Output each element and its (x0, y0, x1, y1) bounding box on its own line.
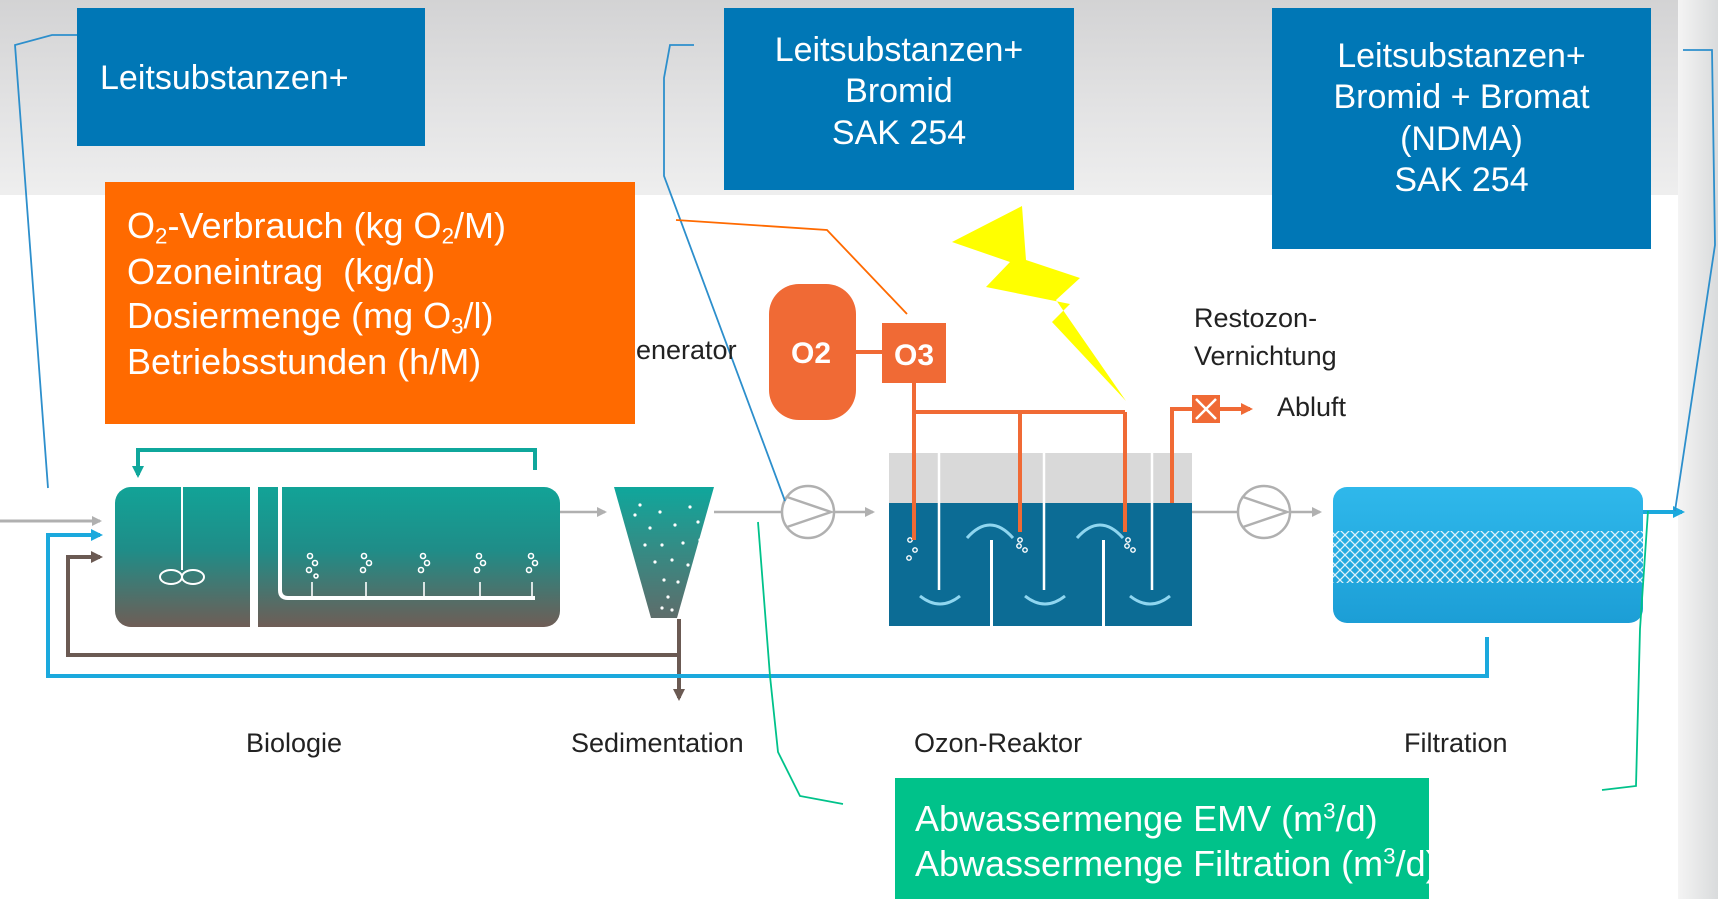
o2-consumption-unit: /M) (453, 205, 506, 246)
internal-recirculation (132, 448, 537, 478)
info-box-right: Leitsubstanzen+ Bromid + Bromat (NDMA) S… (1272, 8, 1651, 249)
flow-filtration: Abwassermenge Filtration (m3/d) (915, 841, 1438, 886)
info-box-middle: Leitsubstanzen+ Bromid SAK 254 (724, 8, 1074, 190)
sediment-particles (633, 503, 702, 612)
stirrer-blade-right (181, 569, 205, 585)
biology-divider (250, 487, 258, 627)
backwash-return-line (46, 529, 1489, 678)
operating-hours: Betriebsstunden (h/M) (127, 340, 482, 382)
o2-tank (769, 284, 856, 420)
pump-2-symbol (1242, 495, 1291, 529)
o2-subscript: 2 (155, 223, 168, 249)
restozon-label-1: Restozon- (1194, 303, 1318, 333)
middle-box-line2: Bromid (845, 72, 953, 111)
flow-emv-unit: /d) (1335, 798, 1378, 839)
o3-label: O3 (893, 339, 935, 372)
green-callout-lines (757, 510, 1649, 805)
sedimentation-funnel (614, 487, 714, 618)
m3-superscript-2: 3 (1383, 843, 1396, 869)
m3-superscript: 3 (1323, 798, 1336, 824)
middle-box-line1: Leitsubstanzen+ (774, 31, 1024, 69)
bracket-lines (14, 34, 1716, 512)
o2-consumption-part: O (127, 205, 156, 246)
lightning-icon (952, 206, 1126, 401)
restozon-label-2: Vernichtung (1194, 341, 1337, 371)
filtration-label: Filtration (1404, 728, 1508, 758)
reactor-wall-2 (1102, 540, 1105, 626)
reactor-wall-1 (990, 540, 993, 626)
info-box-left: Leitsubstanzen+ (77, 8, 425, 146)
reactor-flow-arrows (919, 523, 1171, 606)
dosing-amount-unit: /l) (463, 294, 494, 336)
generator-label: enerator (636, 335, 737, 365)
abluft-label: Abluft (1277, 392, 1347, 422)
aeration-pipe (278, 487, 535, 600)
ozone-bubbles (906, 537, 1136, 561)
flow-filtration-part: Abwassermenge Filtration (m (915, 843, 1384, 884)
biology-tank (115, 487, 560, 627)
flow-emv-part: Abwassermenge EMV (m (915, 798, 1324, 839)
dosing-amount-part: Dosiermenge (mg O (127, 294, 452, 336)
ozone-piping (912, 383, 1192, 540)
middle-box-line3: SAK 254 (831, 113, 967, 152)
pump-1 (780, 484, 836, 540)
destruction-cross (1195, 398, 1217, 420)
orange-callout-line (675, 219, 908, 315)
sedimentation-label: Sedimentation (571, 728, 744, 758)
left-box-line1: Leitsubstanzen+ (100, 59, 349, 97)
ozone-metrics-box: O2-Verbrauch (kg O2/M) Ozoneintrag (kg/d… (105, 182, 635, 424)
o2-consumption: O2-Verbrauch (kg O2/M) (127, 204, 635, 250)
pump-2 (1236, 484, 1292, 540)
dosing-amount: Dosiermenge (mg O3/l) (127, 294, 635, 340)
ozone-reactor (889, 503, 1192, 626)
right-box-line2: Bromid + Bromat (1333, 78, 1590, 117)
ozone-input: Ozoneintrag (kg/d) (127, 251, 436, 293)
o3-subscript: 3 (451, 313, 464, 339)
aeration-bubbles (305, 552, 539, 598)
right-box-line4: SAK 254 (1394, 161, 1529, 200)
o3-generator (882, 323, 946, 383)
o2-label: O2 (790, 337, 832, 370)
reactor-baffles (937, 453, 1154, 590)
reactor-headspace (889, 453, 1192, 503)
o2-consumption-part2: -Verbrauch (kg O (167, 205, 442, 246)
right-box-line1: Leitsubstanzen+ (1337, 37, 1586, 75)
biologie-label: Biologie (246, 728, 343, 758)
right-box-line3: (NDMA) (1400, 119, 1523, 158)
flow-emv: Abwassermenge EMV (m3/d) (915, 796, 1429, 841)
filter-media (1333, 531, 1643, 583)
ozon-reaktor-label: Ozon-Reaktor (914, 728, 1083, 758)
o2-subscript-2: 2 (441, 223, 454, 249)
sludge-return-line (66, 551, 681, 657)
flow-filtration-unit: /d) (1395, 843, 1438, 884)
pump-1-symbol (786, 495, 835, 529)
flow-metrics-box: Abwassermenge EMV (m3/d) Abwassermenge F… (895, 778, 1438, 899)
